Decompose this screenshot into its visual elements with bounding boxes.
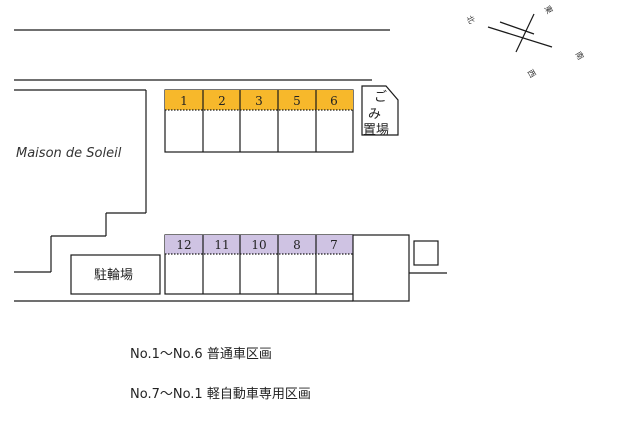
compass-line-ew (487, 26, 553, 48)
space-number-11: 11 (214, 238, 229, 252)
compass-south: 南 (574, 50, 587, 62)
space-number-3: 3 (255, 94, 263, 108)
parking-row-bottom: 12 11 10 8 7 (164, 234, 354, 295)
building-name: Maison de Soleil (16, 146, 122, 161)
compass-east: 東 (543, 4, 556, 16)
bicycle-parking-box (70, 254, 161, 295)
space-number-2: 2 (218, 94, 226, 108)
small-structure (413, 240, 439, 266)
compass-line-ns (515, 13, 535, 53)
legend-kei: No.7～No.1 軽自動車専用区画 (130, 387, 311, 402)
adjacent-lot (352, 234, 410, 302)
parking-row-bottom-color (165, 235, 353, 254)
compass-west: 西 (526, 68, 538, 79)
bicycle-parking-label: 駐輪場 (94, 267, 133, 283)
compass-arrow (499, 21, 535, 35)
parking-row-top-color (165, 90, 353, 110)
space-number-12: 12 (176, 238, 191, 252)
compass: 北 東 西 南 (465, 4, 587, 80)
space-number-6: 6 (330, 94, 338, 108)
compass-north: 北 (465, 14, 477, 25)
space-number-8: 8 (293, 238, 301, 252)
space-number-10: 10 (251, 238, 266, 252)
garbage-label-1: ご (374, 89, 387, 105)
garbage-area-outline (361, 85, 399, 136)
parking-row-top: 1 2 3 5 6 (164, 89, 354, 153)
garbage-area: ご み 置場 (361, 85, 399, 138)
legend-regular: No.1～No.6 普通車区画 (130, 347, 272, 362)
bicycle-parking: 駐輪場 (70, 254, 161, 295)
space-number-7: 7 (330, 238, 338, 252)
space-number-5: 5 (293, 94, 301, 108)
garbage-label-2: み (368, 107, 381, 122)
space-number-1: 1 (180, 94, 188, 108)
garbage-label-3: 置場 (363, 123, 389, 138)
